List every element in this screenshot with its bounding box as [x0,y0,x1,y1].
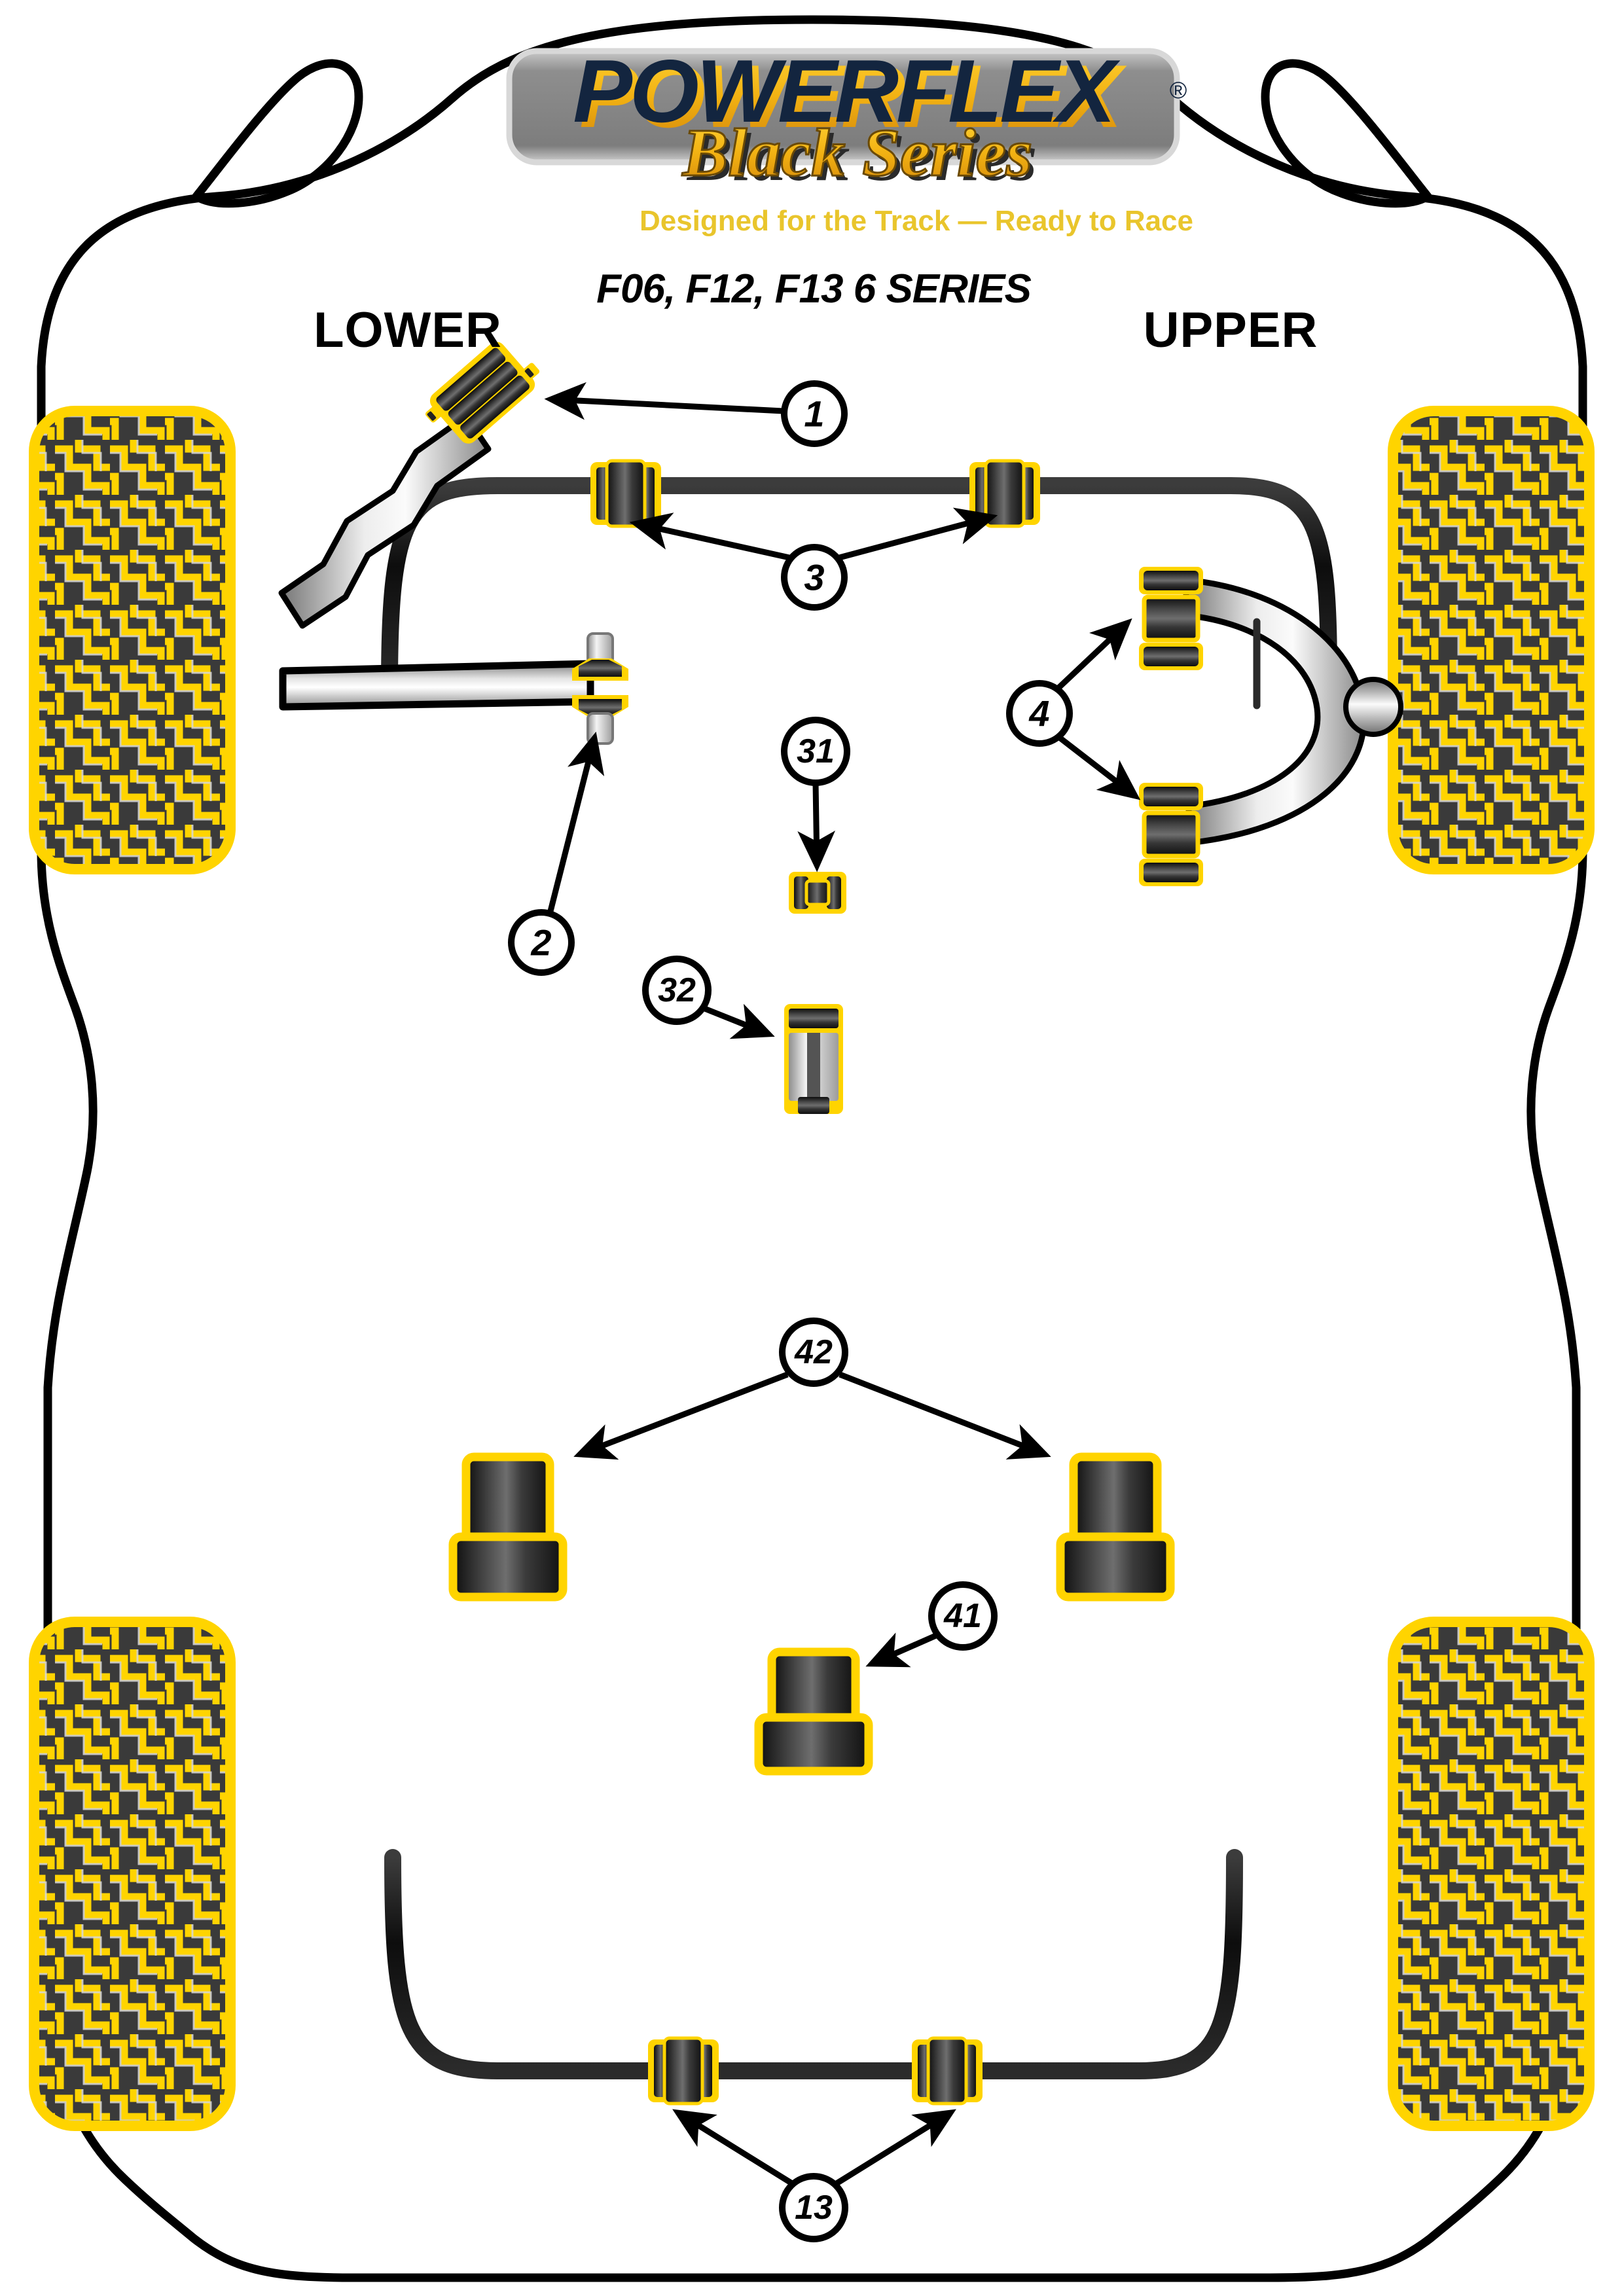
car-body-outline [37,15,1587,2282]
callout-label-2: 2 [530,922,551,963]
callout-bubble-2[interactable]: 2 [508,909,575,976]
leader-4b [1058,736,1141,800]
leader-41 [865,1632,939,1668]
callout-label-3: 3 [804,557,824,598]
callout-label-32: 32 [658,971,696,1009]
front-left-tyre [29,406,236,874]
leader-4a [1055,618,1132,691]
rear-left-tyre [29,1617,236,2131]
callout-bubble-13[interactable]: 13 [779,2173,848,2242]
logo-sub: Black Series [682,115,1032,190]
callout-bubble-4[interactable]: 4 [1006,680,1073,747]
callout-bubble-31[interactable]: 31 [781,717,850,786]
logo-main: POWERFLEX [573,41,1121,141]
leader-1 [544,382,784,420]
upper-wishbone-arm [1183,577,1403,846]
front-arb-bush-left [590,459,661,528]
front-drop-link-arm [278,413,492,629]
rear-arb-bush-left [648,2036,719,2106]
callout-label-4: 4 [1028,693,1049,734]
subframe-bush-right [1056,1452,1175,1602]
callout-bubble-41[interactable]: 41 [928,1581,998,1651]
leader-13a [672,2109,794,2186]
logo-main-shadow: POWERFLEX [579,46,1127,146]
callout-bubble-42[interactable]: 42 [779,1318,848,1387]
callout-bubble-32[interactable]: 32 [642,956,712,1025]
callout-label-42: 42 [794,1333,833,1371]
brand-tagline: Designed for the Track — Ready to Race [640,205,1193,237]
rear-right-tyre [1388,1617,1595,2131]
diff-mount-bush [754,1647,873,1776]
leader-31 [797,782,836,872]
lower-side-label: LOWER [314,302,502,358]
leader-lines [544,382,1141,2186]
front-drop-link-bush [425,342,540,444]
logo-sub-shadow: Black Series [687,120,1037,195]
leader-3a [629,512,790,561]
callout-label-31: 31 [797,732,835,770]
leader-42b [839,1371,1051,1460]
front-right-tyre [1388,406,1595,874]
upper-arm-bush-front [1139,567,1203,670]
subframe-bush-left [448,1452,568,1602]
black-series-wordmark: Black Series Black Series [681,115,1037,196]
page-title: F06, F12, F13 6 SERIES [596,266,1031,312]
front-lower-arm-bush [572,632,628,745]
upper-side-label: UPPER [1144,302,1318,358]
small-insert-bush [789,872,846,914]
rear-anti-roll-bar [384,1849,1243,2079]
powerflex-logo: POWERFLEX POWERFLEX ® [506,41,1187,166]
callout-label-41: 41 [943,1597,982,1635]
leader-2 [547,731,605,915]
sleeve-bush [784,1004,843,1114]
rear-arb-bush-right [912,2036,983,2106]
leader-42a [573,1371,789,1460]
callout-bubble-3[interactable]: 3 [781,544,848,611]
leader-13b [835,2109,956,2186]
logo-registered-mark: ® [1170,77,1187,103]
callout-label-13: 13 [795,2189,833,2227]
upper-arm-bush-rear [1139,783,1203,886]
leader-32 [702,1003,775,1039]
callout-bubble-1[interactable]: 1 [781,380,848,447]
leader-3b [838,507,998,561]
front-anti-roll-bar [381,477,1337,696]
callout-label-1: 1 [804,393,824,435]
